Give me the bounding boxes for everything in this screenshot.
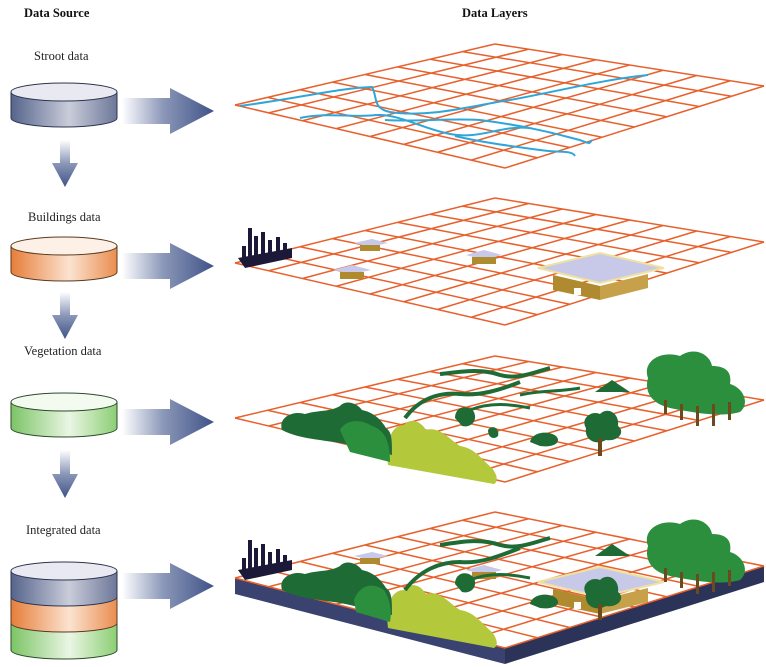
street-lines <box>239 74 649 157</box>
grid-line-b-8 <box>494 197 765 243</box>
vegetation-features <box>281 351 745 484</box>
source-label-vegetation: Vegetation data <box>24 344 102 358</box>
right-arrow-4-icon <box>122 563 214 609</box>
small-building-1 <box>354 239 388 251</box>
grid-line-b-5 <box>397 66 668 118</box>
data-source-header: Data Source <box>24 6 90 20</box>
grid-line-b-5 <box>397 378 668 432</box>
grid-line-a-5 <box>403 69 664 146</box>
small-building-2 <box>333 265 371 279</box>
down-arrow-1-icon <box>52 140 78 187</box>
factory-icon <box>238 228 292 268</box>
source-label-buildings: Buildings data <box>28 210 101 224</box>
integrated-data-cylinder-stack-icon <box>10 561 118 660</box>
grid-line-a-5 <box>403 224 664 303</box>
vegetation-data-cylinder-icon <box>10 392 118 438</box>
grid-line-b-6 <box>429 58 700 108</box>
grid-line-a-7 <box>471 80 731 161</box>
street-layer-grid <box>234 43 765 169</box>
grid-line-b-6 <box>429 370 700 422</box>
buildings-layer-grid <box>234 197 765 326</box>
small-building-3 <box>466 250 502 264</box>
data-layers-header: Data Layers <box>462 6 528 20</box>
grid-line-b-7 <box>462 205 732 254</box>
integrated-features <box>238 519 745 648</box>
grid-line-a-6 <box>437 74 697 153</box>
grid-line-b-6 <box>429 213 700 264</box>
street-data-cylinder-icon <box>10 82 118 128</box>
grid-line-b-7 <box>462 50 732 97</box>
integrated-base-slab <box>235 566 764 664</box>
grid-line-b-6 <box>429 527 700 588</box>
grid-line-a-6 <box>437 388 697 467</box>
source-label-street: Stroot data <box>34 49 89 63</box>
buildings-data-cylinder-icon <box>10 236 118 282</box>
right-arrow-2-icon <box>122 243 214 289</box>
down-arrow-2-icon <box>52 292 78 339</box>
right-arrow-3-icon <box>122 399 214 445</box>
large-building <box>537 251 665 300</box>
source-label-integrated: Integrated data <box>26 523 101 537</box>
right-arrow-1-icon <box>122 88 214 134</box>
grid-line-a-8 <box>504 85 765 169</box>
grid-line-b-8 <box>494 43 765 87</box>
down-arrow-3-icon <box>52 450 78 498</box>
